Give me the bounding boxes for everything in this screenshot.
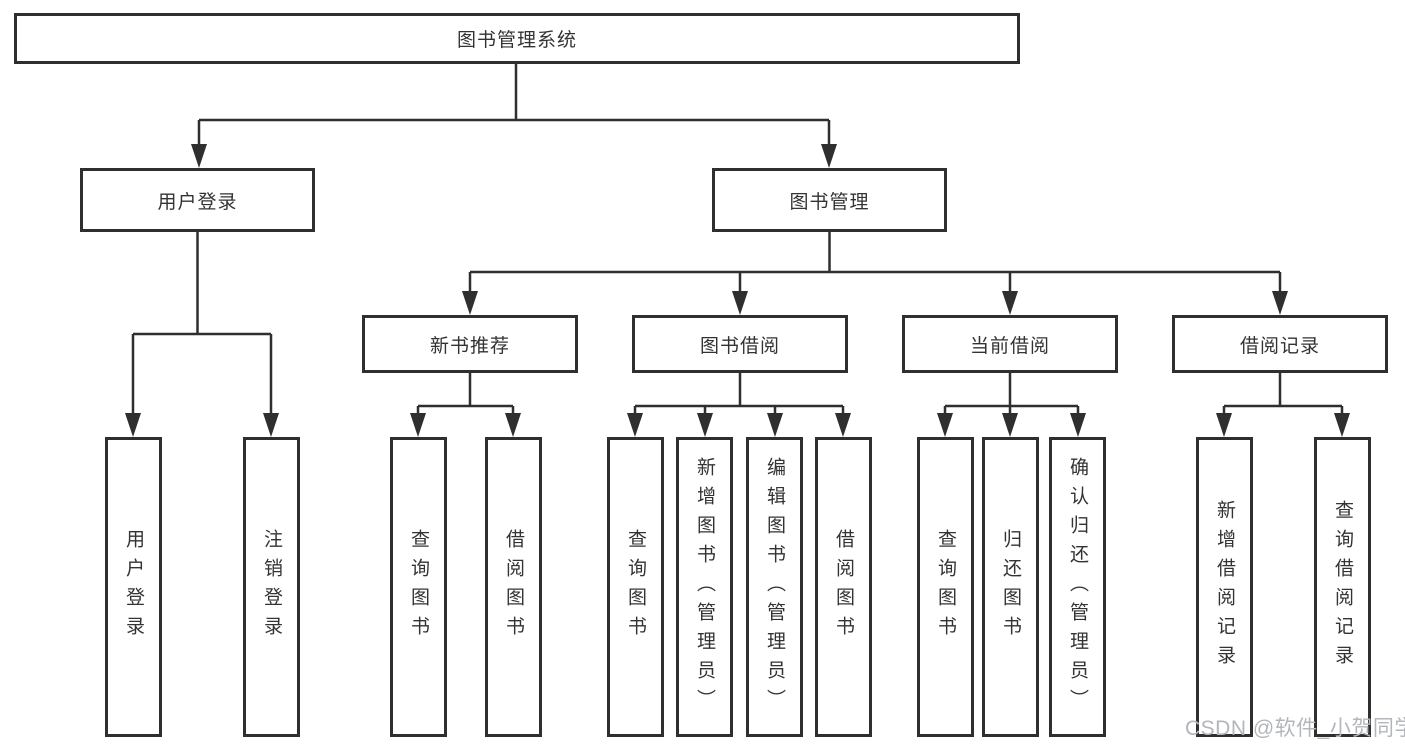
leaf-add-borrow-record: 新增借阅记录	[1196, 437, 1253, 737]
leaf-return-book: 归还图书	[982, 437, 1039, 737]
node-borrow-records-label: 借阅记录	[1239, 335, 1320, 357]
leaf-logout-label: 注销登录	[261, 529, 282, 645]
leaf-query-book-2: 查询图书	[607, 437, 664, 737]
node-root-label: 图书管理系统	[456, 30, 577, 51]
node-user-login-label: 用户登录	[157, 191, 238, 213]
leaf-add-borrow-record-label: 新增借阅记录	[1214, 500, 1235, 674]
leaf-edit-book-admin-label: 编辑图书（管理员）	[764, 456, 785, 718]
leaf-user-login-label: 用户登录	[123, 529, 144, 645]
leaf-confirm-return-admin: 确认归还（管理员）	[1049, 437, 1106, 737]
leaf-query-book-1: 查询图书	[390, 437, 447, 737]
node-new-book-recommend-label: 新书推荐	[429, 335, 510, 357]
leaf-borrow-book-2: 借阅图书	[815, 437, 872, 737]
leaf-add-book-admin-label: 新增图书（管理员）	[694, 456, 715, 718]
leaf-query-book-1-label: 查询图书	[408, 529, 429, 645]
leaf-logout: 注销登录	[243, 437, 300, 737]
leaf-query-book-3-label: 查询图书	[935, 529, 956, 645]
node-new-book-recommend: 新书推荐	[362, 315, 578, 373]
leaf-borrow-book-1: 借阅图书	[485, 437, 542, 737]
node-current-borrow: 当前借阅	[902, 315, 1118, 373]
node-user-login: 用户登录	[80, 168, 315, 232]
leaf-add-book-admin: 新增图书（管理员）	[676, 437, 733, 737]
node-book-borrow-label: 图书借阅	[699, 335, 780, 357]
leaf-query-borrow-record: 查询借阅记录	[1314, 437, 1371, 737]
leaf-edit-book-admin: 编辑图书（管理员）	[746, 437, 803, 737]
node-book-borrow: 图书借阅	[632, 315, 848, 373]
leaf-user-login: 用户登录	[105, 437, 162, 737]
node-book-management-label: 图书管理	[789, 191, 870, 213]
leaf-query-book-2-label: 查询图书	[625, 529, 646, 645]
watermark: CSDN @软件_小贺同学	[1185, 717, 1405, 740]
node-book-management: 图书管理	[712, 168, 947, 232]
leaf-query-book-3: 查询图书	[917, 437, 974, 737]
arrowheads	[125, 144, 1350, 437]
node-current-borrow-label: 当前借阅	[969, 335, 1050, 357]
leaf-return-book-label: 归还图书	[1000, 529, 1021, 645]
leaf-borrow-book-1-label: 借阅图书	[503, 529, 524, 645]
node-root: 图书管理系统	[14, 13, 1020, 64]
leaf-confirm-return-admin-label: 确认归还（管理员）	[1067, 456, 1088, 718]
node-borrow-records: 借阅记录	[1172, 315, 1388, 373]
leaf-query-borrow-record-label: 查询借阅记录	[1332, 500, 1353, 674]
leaf-borrow-book-2-label: 借阅图书	[833, 529, 854, 645]
